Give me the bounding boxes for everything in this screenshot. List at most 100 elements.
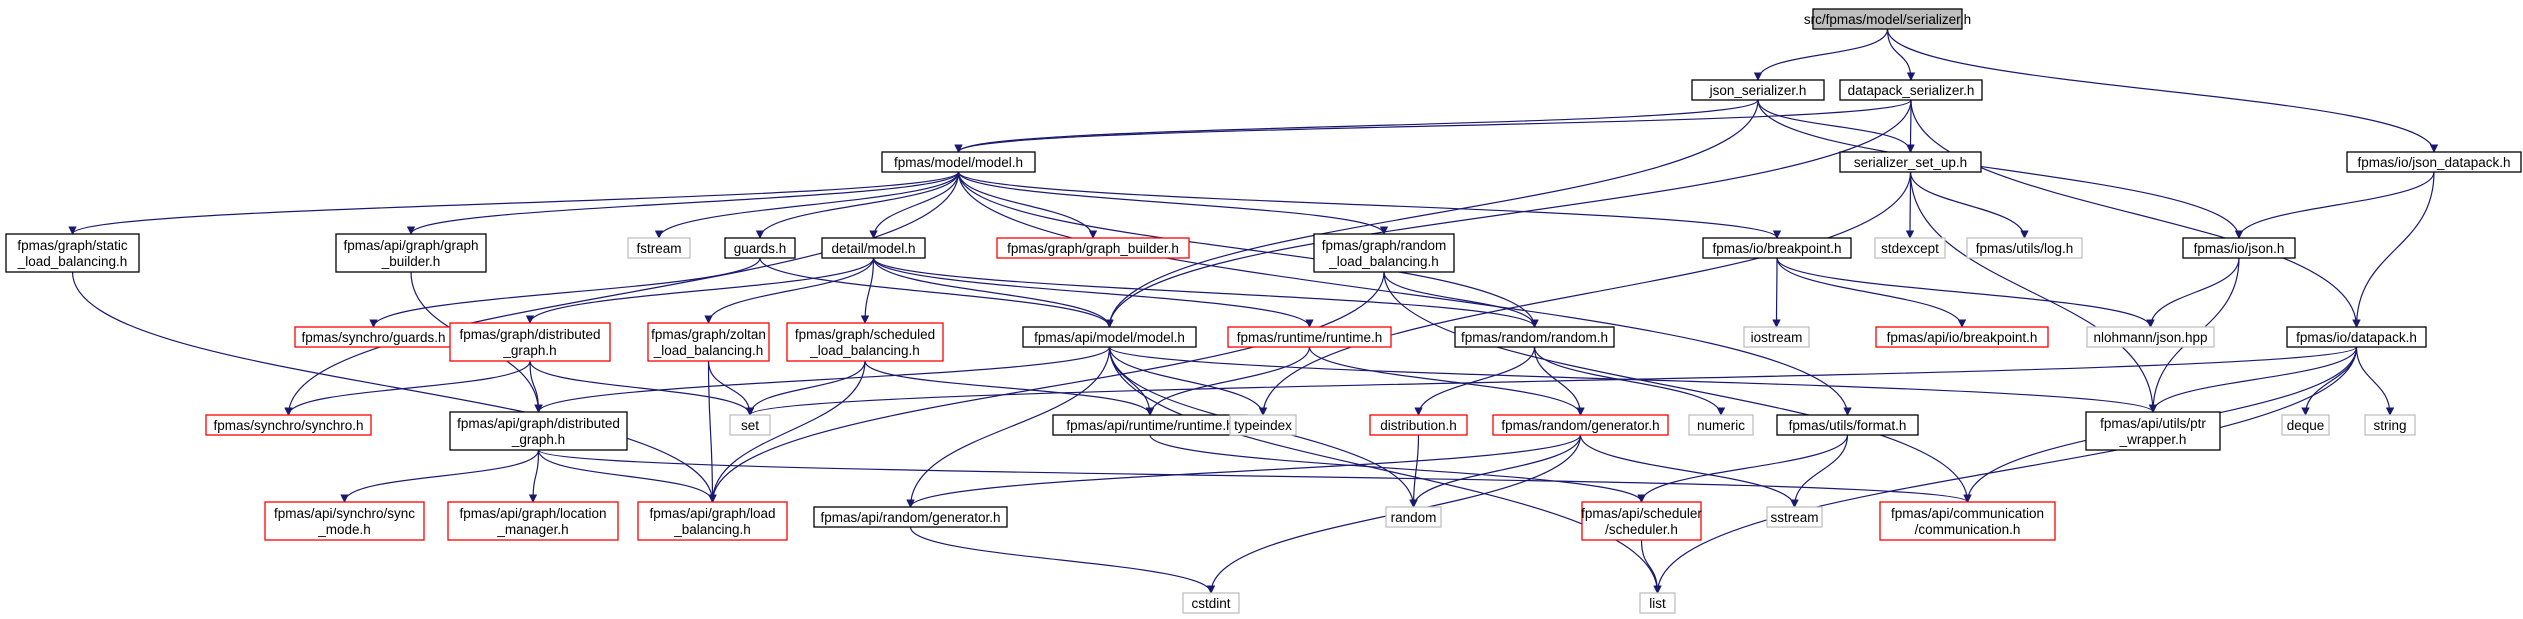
edge-api_model-to-api_distributed (534, 346, 1111, 413)
node-box (637, 501, 788, 541)
node-graph_builder[interactable]: fpmas/graph/graph_builder.h (996, 237, 1190, 259)
node-guards[interactable]: guards.h (724, 237, 796, 259)
node-detail_model[interactable]: detail/model.h (821, 237, 926, 259)
node-io_json[interactable]: fpmas/io/json.h (2182, 237, 2296, 259)
edge-json_serializer-to-model_model (954, 99, 1759, 153)
node-datapack_serializer[interactable]: datapack_serializer.h (1839, 79, 1983, 101)
node-distribution[interactable]: distribution.h (1369, 414, 1468, 436)
node-random_lb[interactable]: fpmas/graph/random_load_balancing.h (1313, 233, 1455, 273)
node-box (821, 237, 926, 259)
edge-scheduled_lb-to-api_runtime (864, 360, 1155, 416)
node-api_graph_builder[interactable]: fpmas/api/graph/graph_builder.h (335, 233, 487, 273)
node-synchro[interactable]: fpmas/synchro/synchro.h (205, 414, 372, 436)
node-box (1639, 592, 1676, 614)
node-utils_log[interactable]: fpmas/utils/log.h (1966, 237, 2083, 259)
node-label: fpmas/random/generator.h (1501, 418, 1659, 433)
node-stdexcept[interactable]: stdexcept (1874, 237, 1946, 259)
node-deque[interactable]: deque (2281, 414, 2330, 436)
edge-runtime_runtime-to-random_generator (1308, 346, 1585, 416)
node-runtime_runtime[interactable]: fpmas/runtime/runtime.h (1227, 326, 1392, 348)
node-label: json_serializer.h (1709, 83, 1807, 98)
node-utils_format[interactable]: fpmas/utils/format.h (1776, 414, 1919, 436)
node-io_json_datapack[interactable]: fpmas/io/json_datapack.h (2346, 151, 2522, 173)
node-string[interactable]: string (2364, 414, 2416, 436)
node-api_scheduler[interactable]: fpmas/api/scheduler/scheduler.h (1581, 501, 1702, 541)
edge-random_random-to-numeric (1533, 346, 1726, 416)
node-cstdint[interactable]: cstdint (1182, 592, 1240, 614)
edge-io_breakpoint-to-nlohmann (1776, 257, 2155, 328)
node-iostream[interactable]: iostream (1743, 326, 1810, 348)
edge-scheduled_lb-to-set (745, 360, 866, 416)
edge-detail_model-to-api_model (872, 257, 1114, 328)
node-fstream[interactable]: fstream (627, 237, 691, 259)
node-serializer_set_up[interactable]: serializer_set_up.h (1839, 151, 1982, 173)
node-label: fpmas/api/random/generator.h (820, 510, 1000, 525)
node-label: fpmas/runtime/runtime.h (1237, 330, 1383, 345)
node-model_model[interactable]: fpmas/model/model.h (881, 151, 1036, 173)
node-root[interactable]: src/fpmas/model/serializer.h (1804, 8, 1971, 30)
edge-json_serializer-to-io_json (1757, 99, 2244, 239)
node-label: iostream (1751, 330, 1803, 345)
node-nlohmann[interactable]: nlohmann/json.hpp (2086, 326, 2215, 348)
node-box (1776, 414, 1919, 436)
node-box (724, 237, 796, 259)
node-box (1879, 501, 2056, 541)
node-api_model[interactable]: fpmas/api/model/model.h (1022, 326, 1197, 348)
node-api_io_breakpoint[interactable]: fpmas/api/io/breakpoint.h (1875, 326, 2049, 348)
edge-io_datapack-to-list (1653, 346, 2358, 594)
node-box (2364, 414, 2416, 436)
node-list[interactable]: list (1639, 592, 1676, 614)
node-api_random_generator[interactable]: fpmas/api/random/generator.h (813, 506, 1008, 528)
node-api_communication[interactable]: fpmas/api/communication/communication.h (1879, 501, 2056, 541)
node-random_generator[interactable]: fpmas/random/generator.h (1492, 414, 1669, 436)
node-zoltan_lb[interactable]: fpmas/graph/zoltan_load_balancing.h (647, 322, 770, 362)
node-random_random[interactable]: fpmas/random/random.h (1454, 326, 1615, 348)
edge-api_model-to-typeindex (1108, 346, 1268, 416)
node-json_serializer[interactable]: json_serializer.h (1691, 79, 1825, 101)
node-box (449, 322, 611, 362)
node-scheduled_lb[interactable]: fpmas/graph/scheduled_load_balancing.h (786, 322, 944, 362)
node-io_breakpoint[interactable]: fpmas/io/breakpoint.h (1702, 237, 1852, 259)
node-api_ptr_wrapper[interactable]: fpmas/api/utils/ptr_wrapper.h (2085, 411, 2221, 451)
node-graph_distributed[interactable]: fpmas/graph/distributed_graph.h (449, 322, 611, 362)
node-api_distributed[interactable]: fpmas/api/graph/distributed_graph.h (449, 411, 628, 451)
node-random_std[interactable]: random (1385, 506, 1442, 528)
node-sync_mode[interactable]: fpmas/api/synchro/sync_mode.h (264, 501, 425, 541)
node-label: fpmas/api/graph/load (649, 506, 775, 521)
edge-root-to-json_serializer (1753, 28, 1889, 81)
node-api_runtime[interactable]: fpmas/api/runtime/runtime.h (1052, 414, 1248, 436)
node-sstream[interactable]: sstream (1766, 506, 1823, 528)
node-box (2086, 326, 2215, 348)
node-label: datapack_serializer.h (1848, 83, 1975, 98)
edge-api_distributed-to-location_manager (528, 449, 540, 503)
edge-model_model-to-static_lb (68, 171, 960, 235)
node-box (1966, 237, 2083, 259)
edge-detail_model-to-scheduled_lb (860, 257, 875, 324)
node-box (335, 233, 487, 273)
node-synchro_guards[interactable]: fpmas/synchro/guards.h (294, 326, 453, 348)
node-label: fpmas/random/random.h (1461, 330, 1608, 345)
node-box (449, 411, 628, 451)
node-location_manager[interactable]: fpmas/api/graph/location_manager.h (447, 501, 619, 541)
edge-datapack_serializer-to-io_datapack (1910, 99, 2361, 328)
node-label: fpmas/graph/zoltan (651, 327, 766, 342)
node-numeric[interactable]: numeric (1688, 414, 1754, 436)
node-static_lb[interactable]: fpmas/graph/static_load_balancing.h (5, 233, 140, 273)
edge-detail_model-to-graph_distributed (525, 257, 875, 324)
node-box (1227, 326, 1392, 348)
node-label: fpmas/graph/graph_builder.h (1007, 241, 1179, 256)
node-set[interactable]: set (729, 414, 771, 436)
node-box (1875, 326, 2049, 348)
node-api_load_balancing[interactable]: fpmas/api/graph/load_balancing.h (637, 501, 788, 541)
dependency-nodes: src/fpmas/model/serializer.h json_seriali… (5, 8, 2522, 614)
node-label: numeric (1697, 418, 1745, 433)
node-io_datapack[interactable]: fpmas/io/datapack.h (2286, 326, 2427, 348)
node-label: fpmas/api/runtime/runtime.h (1066, 418, 1233, 433)
edge-utils_format-to-sstream (1790, 434, 1849, 508)
node-typeindex[interactable]: typeindex (1229, 414, 1297, 436)
edge-serializer_set_up-to-typeindex (1258, 171, 1912, 416)
node-box (1688, 414, 1754, 436)
node-box (2085, 411, 2221, 451)
node-box (1182, 592, 1240, 614)
